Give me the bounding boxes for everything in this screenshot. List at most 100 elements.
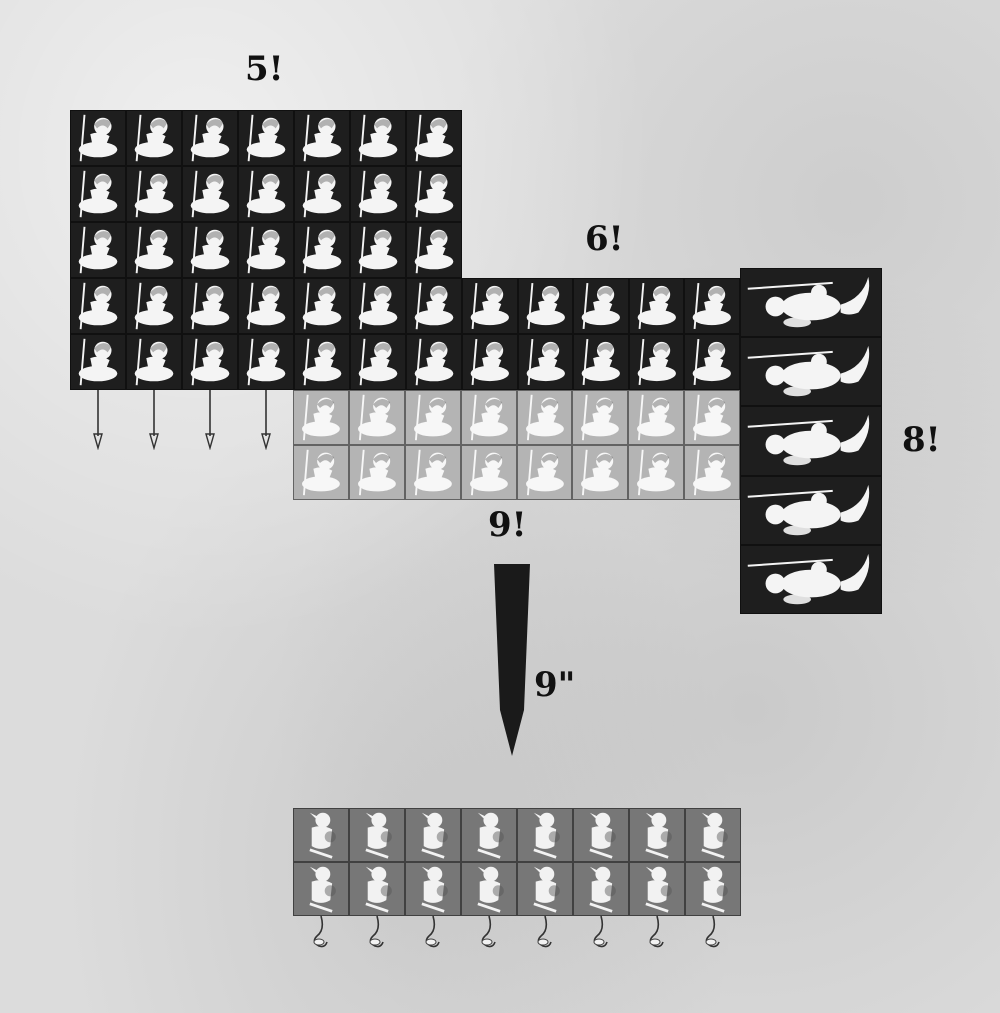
infantry-figure-icon — [516, 445, 573, 500]
infantry-figure-icon — [517, 334, 574, 390]
infantry-figure-icon — [572, 445, 629, 500]
spear-icon — [92, 390, 104, 454]
ratman-figure-icon — [573, 808, 629, 862]
infantry-figure-icon — [182, 222, 238, 278]
infantry-figure-icon — [294, 110, 350, 166]
cavalry-figure-icon — [740, 475, 882, 545]
infantry-figure-icon — [684, 334, 740, 390]
unit-warriors — [462, 278, 740, 390]
infantry-figure-icon — [350, 110, 406, 166]
infantry-figure-icon — [628, 390, 685, 445]
charge-arrow-icon — [494, 564, 530, 756]
infantry-figure-icon — [628, 445, 685, 500]
unit-enemy — [293, 808, 741, 948]
infantry-figure-icon — [684, 445, 740, 500]
infantry-figure-icon — [126, 166, 182, 222]
infantry-figure-icon — [684, 390, 740, 445]
ratman-figure-icon — [293, 862, 349, 916]
infantry-figure-icon — [406, 110, 462, 166]
infantry-figure-icon — [404, 445, 461, 500]
infantry-figure-icon — [573, 278, 629, 334]
infantry-figure-icon — [462, 334, 518, 390]
infantry-figure-icon — [182, 166, 238, 222]
infantry-figure-icon — [516, 390, 573, 445]
unit-spearmen — [70, 110, 462, 451]
infantry-figure-icon — [70, 334, 126, 390]
infantry-figure-icon — [348, 390, 405, 445]
infantry-figure-icon — [126, 110, 182, 166]
infantry-figure-icon — [573, 334, 629, 390]
rat-tail-icon — [647, 915, 667, 954]
ratman-figure-icon — [293, 808, 349, 862]
charge-distance-label: 9" — [534, 665, 576, 705]
infantry-figure-icon — [460, 390, 517, 445]
unit-label-warriors: 6! — [585, 219, 624, 259]
infantry-figure-icon — [348, 445, 405, 500]
infantry-figure-icon — [70, 166, 126, 222]
infantry-figure-icon — [684, 278, 740, 334]
ratman-figure-icon — [685, 808, 741, 862]
infantry-figure-icon — [350, 334, 406, 390]
ratman-figure-icon — [405, 808, 461, 862]
rat-tail-icon — [479, 915, 499, 954]
infantry-figure-icon — [406, 334, 462, 390]
infantry-figure-icon — [238, 222, 294, 278]
infantry-figure-icon — [126, 278, 182, 334]
infantry-figure-icon — [294, 222, 350, 278]
cavalry-figure-icon — [740, 406, 882, 476]
infantry-figure-icon — [293, 390, 349, 445]
spear-icon — [260, 390, 272, 454]
infantry-figure-icon — [70, 110, 126, 166]
cavalry-figure-icon — [740, 268, 882, 338]
unit-label-cavalry: 8! — [902, 420, 941, 460]
infantry-figure-icon — [294, 166, 350, 222]
ratman-figure-icon — [517, 808, 573, 862]
ratman-figure-icon — [573, 862, 629, 916]
rat-tail-icon — [591, 915, 611, 954]
infantry-figure-icon — [350, 166, 406, 222]
infantry-figure-icon — [238, 166, 294, 222]
ratman-figure-icon — [629, 862, 685, 916]
ratman-figure-icon — [517, 862, 573, 916]
infantry-figure-icon — [238, 278, 294, 334]
infantry-figure-icon — [628, 278, 685, 334]
infantry-figure-icon — [406, 166, 462, 222]
spear-icon — [148, 390, 160, 454]
infantry-figure-icon — [628, 334, 685, 390]
infantry-figure-icon — [238, 334, 294, 390]
infantry-figure-icon — [182, 110, 238, 166]
infantry-figure-icon — [404, 390, 461, 445]
infantry-figure-icon — [293, 445, 349, 500]
rat-tail-icon — [311, 915, 331, 954]
rat-tail-icon — [703, 915, 723, 954]
ratman-figure-icon — [405, 862, 461, 916]
unit-reserve — [293, 390, 740, 500]
infantry-figure-icon — [182, 334, 238, 390]
infantry-figure-icon — [70, 222, 126, 278]
ratman-figure-icon — [461, 808, 517, 862]
infantry-figure-icon — [406, 278, 462, 334]
infantry-figure-icon — [126, 222, 182, 278]
ratman-figure-icon — [461, 862, 517, 916]
infantry-figure-icon — [460, 445, 517, 500]
ratman-figure-icon — [685, 862, 741, 916]
cavalry-figure-icon — [740, 337, 882, 407]
infantry-figure-icon — [406, 222, 462, 278]
infantry-figure-icon — [350, 222, 406, 278]
infantry-figure-icon — [294, 278, 350, 334]
infantry-figure-icon — [294, 334, 350, 390]
infantry-figure-icon — [70, 278, 126, 334]
spear-icon — [204, 390, 216, 454]
infantry-figure-icon — [572, 390, 629, 445]
unit-label-spearmen: 5! — [245, 49, 284, 89]
unit-label-reserve: 9! — [488, 505, 527, 545]
rat-tail-icon — [423, 915, 443, 954]
infantry-figure-icon — [462, 278, 518, 334]
rat-tail-icon — [535, 915, 555, 954]
unit-cavalry — [740, 268, 882, 614]
infantry-figure-icon — [126, 334, 182, 390]
infantry-figure-icon — [238, 110, 294, 166]
infantry-figure-icon — [350, 278, 406, 334]
cavalry-figure-icon — [740, 544, 882, 614]
ratman-figure-icon — [349, 862, 405, 916]
